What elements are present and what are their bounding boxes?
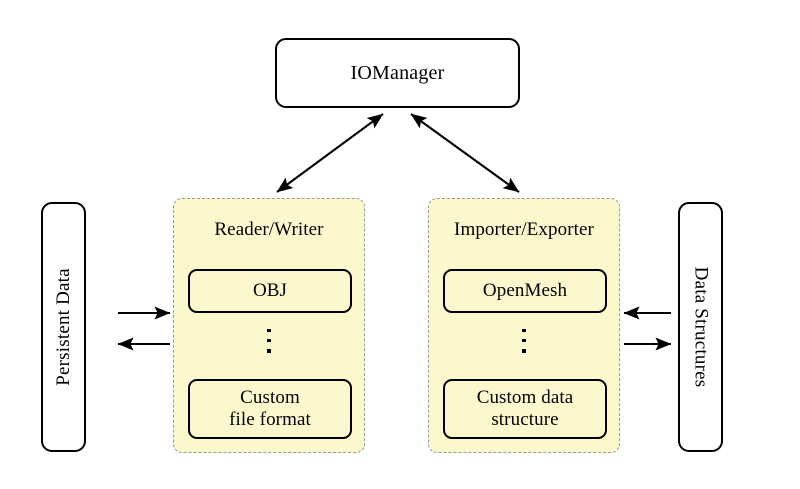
box-custom-data-structure-label: Custom data structure <box>477 387 574 432</box>
box-custom-file-format-line2: file format <box>229 409 311 430</box>
node-iomanager[interactable]: IOManager <box>275 38 520 108</box>
ellipsis-dot <box>267 349 271 353</box>
ellipsis-dot <box>522 329 526 333</box>
box-obj-label: OBJ <box>252 279 288 301</box>
node-iomanager-label: IOManager <box>350 62 445 84</box>
ellipsis-reader-writer <box>174 329 364 353</box>
box-openmesh-label: OpenMesh <box>482 279 568 301</box>
panel-importer-exporter-title: Importer/Exporter <box>454 219 594 240</box>
box-obj[interactable]: OBJ <box>188 269 352 313</box>
panel-reader-writer-title: Reader/Writer <box>214 219 324 240</box>
node-persistent-data[interactable]: Persistent Data <box>41 202 86 452</box>
box-custom-data-structure[interactable]: Custom data structure <box>443 379 607 439</box>
box-custom-data-structure-line1: Custom data <box>476 386 574 408</box>
box-custom-file-format-label: Custom file format <box>229 387 311 432</box>
ellipsis-importer-exporter <box>429 329 619 353</box>
box-openmesh[interactable]: OpenMesh <box>443 269 607 313</box>
ellipsis-dot <box>267 339 271 343</box>
node-data-structures-label: Data Structures <box>690 266 712 388</box>
arrow-manager-importer-exporter <box>410 113 520 193</box>
panel-reader-writer[interactable]: Reader/Writer OBJ Custom file format <box>173 198 365 453</box>
node-data-structures[interactable]: Data Structures <box>678 202 723 452</box>
ellipsis-dot <box>267 329 271 333</box>
arrow-manager-reader-writer <box>276 113 384 193</box>
node-persistent-data-label: Persistent Data <box>52 268 74 386</box>
box-custom-file-format-line1: Custom <box>240 386 300 408</box>
panel-importer-exporter[interactable]: Importer/Exporter OpenMesh Custom data s… <box>428 198 620 453</box>
box-custom-data-structure-line2: structure <box>491 409 559 430</box>
ellipsis-dot <box>522 339 526 343</box>
box-custom-file-format[interactable]: Custom file format <box>188 379 352 439</box>
ellipsis-dot <box>522 349 526 353</box>
